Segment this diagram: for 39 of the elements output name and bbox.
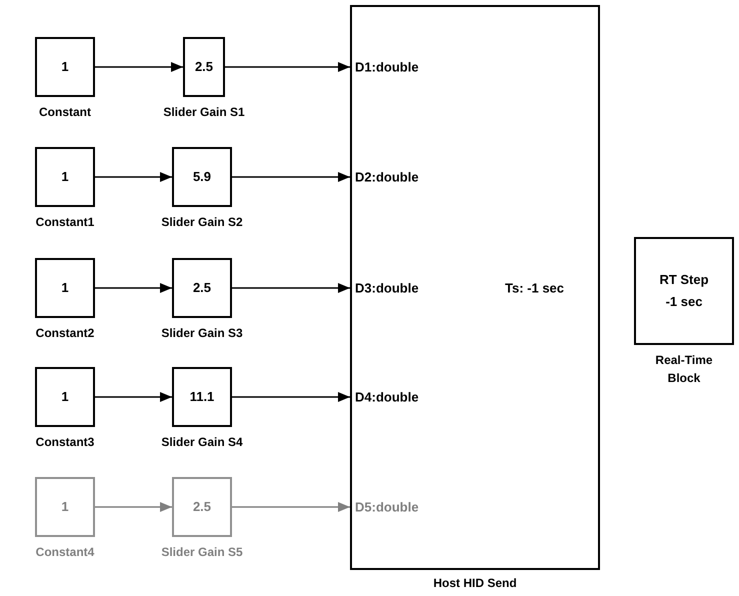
- block-label: Slider Gain S3: [161, 325, 243, 342]
- block-label: Slider Gain S4: [161, 434, 243, 451]
- block-label: Slider Gain S5: [161, 544, 243, 561]
- sample-time-text: Ts: -1 sec: [505, 279, 564, 298]
- signal-arrow: [232, 172, 350, 182]
- block-value: 11.1: [190, 388, 214, 406]
- signal-arrow: [225, 62, 350, 72]
- block-label: Constant4: [36, 544, 94, 561]
- block-value: 1: [61, 388, 69, 406]
- block-value: RT Step -1 sec: [658, 271, 710, 311]
- signal-arrow: [95, 392, 172, 402]
- signal-arrow: [232, 502, 350, 512]
- block-label: Host HID Send: [433, 575, 517, 592]
- signal-arrow: [95, 502, 172, 512]
- block-label: Constant: [39, 104, 91, 121]
- signal-arrow: [95, 172, 172, 182]
- signal-arrow: [95, 62, 183, 72]
- block-label: Constant3: [36, 434, 94, 451]
- block-value: 2.5: [192, 279, 212, 298]
- signal-arrow: [232, 392, 350, 402]
- block-value: 1: [61, 279, 69, 298]
- block-label: Slider Gain S1: [163, 104, 245, 121]
- block-value: 2.5: [192, 498, 212, 516]
- signal-arrow: [95, 283, 172, 293]
- block-value: 1: [61, 168, 69, 186]
- port-label: D4:double: [355, 388, 419, 406]
- block-label: Real-Time Block: [654, 352, 714, 387]
- port-label: D2:double: [355, 168, 419, 186]
- block-label: Constant1: [36, 214, 94, 231]
- block-value: 1: [61, 58, 69, 76]
- port-label: D5:double: [355, 498, 419, 516]
- port-label: D3:double: [355, 279, 419, 298]
- block-label: Constant2: [36, 325, 94, 342]
- block-label: Slider Gain S2: [161, 214, 243, 231]
- signal-arrow: [232, 283, 350, 293]
- port-label: D1:double: [355, 58, 419, 76]
- block-value: 5.9: [192, 168, 212, 186]
- block-value: 2.5: [194, 58, 214, 76]
- block-value: 1: [61, 498, 69, 516]
